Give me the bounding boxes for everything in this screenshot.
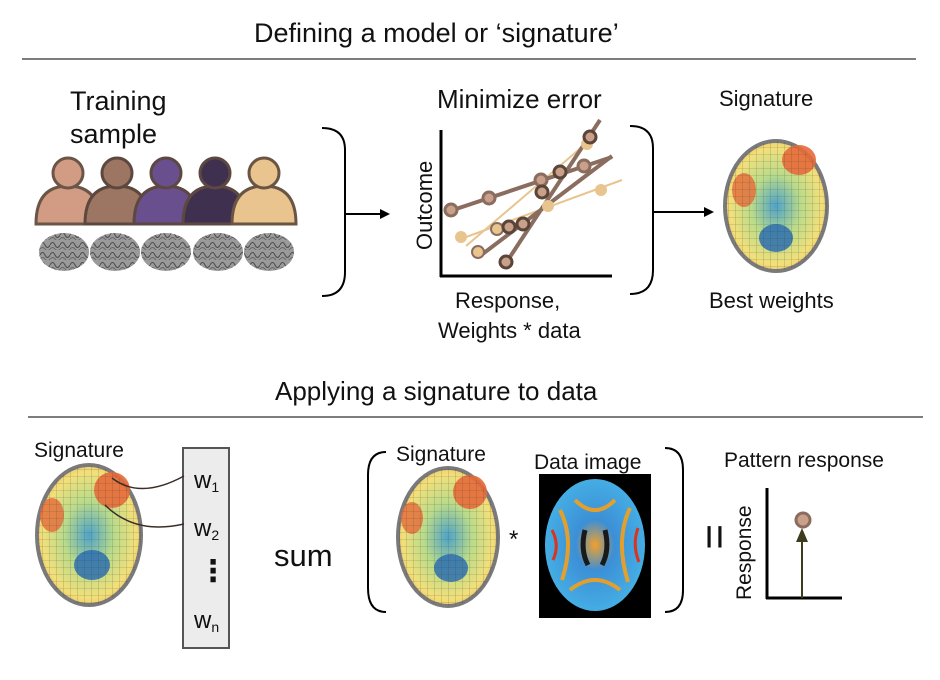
- data-image-label: Data image: [534, 451, 642, 474]
- person-5-icon: [230, 156, 298, 226]
- right-brace-2: [629, 125, 654, 295]
- data-point: [534, 184, 550, 200]
- signature-label-left: Signature: [34, 439, 124, 462]
- data-point: [490, 222, 504, 236]
- weight-w1: w1: [194, 467, 220, 495]
- training-brains: [39, 233, 294, 271]
- signature-label-top: Signature: [719, 86, 814, 111]
- right-bracket: [664, 447, 684, 613]
- right-brace-1: [321, 127, 346, 297]
- data-point: [552, 164, 568, 180]
- weight-ellipsis: ⋮: [198, 555, 228, 588]
- response-point: [794, 511, 812, 529]
- pattern-response-label: Pattern response: [724, 449, 884, 472]
- weight-link-2: [104, 504, 185, 528]
- brain-4-icon: [193, 233, 243, 271]
- section1-title: Defining a model or ‘signature’: [254, 18, 619, 48]
- weight-vector-box: w1 w2 ⋮ wn: [182, 447, 230, 649]
- brain-5-icon: [244, 233, 294, 271]
- training-label-line2: sample: [70, 119, 158, 149]
- best-weights-label: Best weights: [709, 288, 834, 313]
- fit-line-light-2: [465, 134, 597, 247]
- data-point: [542, 200, 554, 212]
- data-point: [515, 216, 531, 232]
- data-point: [471, 245, 485, 259]
- data-points: [443, 129, 607, 270]
- x-axis-label-line2: Weights * data: [438, 318, 581, 343]
- signature-brain-left: [35, 463, 143, 607]
- brain-1-icon: [39, 233, 89, 271]
- x-axis-label-line1: Response,: [455, 288, 561, 313]
- minimize-error-title: Minimize error: [437, 84, 602, 114]
- data-point: [481, 190, 497, 206]
- person-4-icon: [181, 156, 249, 226]
- multiply-symbol: *: [509, 526, 519, 553]
- brain-3-icon: [141, 233, 191, 271]
- pattern-response-plot: [765, 488, 842, 600]
- data-point: [443, 202, 459, 218]
- sum-label: sum: [274, 538, 333, 573]
- brain-2-icon: [90, 233, 140, 271]
- data-point: [533, 172, 549, 188]
- data-point: [501, 219, 517, 235]
- signature-label-mid: Signature: [396, 443, 486, 466]
- training-label-line1: Training: [70, 86, 167, 116]
- section1-divider: [22, 58, 916, 60]
- left-bracket: [367, 451, 387, 613]
- data-image: [539, 474, 651, 618]
- data-point: [595, 184, 607, 196]
- data-point: [498, 254, 514, 270]
- weight-w2: w2: [194, 515, 220, 543]
- training-people: [34, 156, 298, 226]
- person-1-icon: [34, 156, 102, 226]
- signature-brain-top: [723, 139, 829, 273]
- data-point: [582, 129, 598, 145]
- signature-brain-mid: [396, 466, 500, 608]
- section2-title: Applying a signature to data: [275, 376, 598, 406]
- weight-link-1: [111, 475, 185, 490]
- section2-divider: [28, 416, 923, 418]
- data-point: [576, 158, 592, 174]
- weight-wn: wn: [194, 607, 220, 635]
- data-point: [455, 231, 467, 243]
- response-arrowhead: [796, 528, 808, 542]
- regression-plot: [439, 118, 623, 278]
- person-2-icon: [83, 156, 151, 226]
